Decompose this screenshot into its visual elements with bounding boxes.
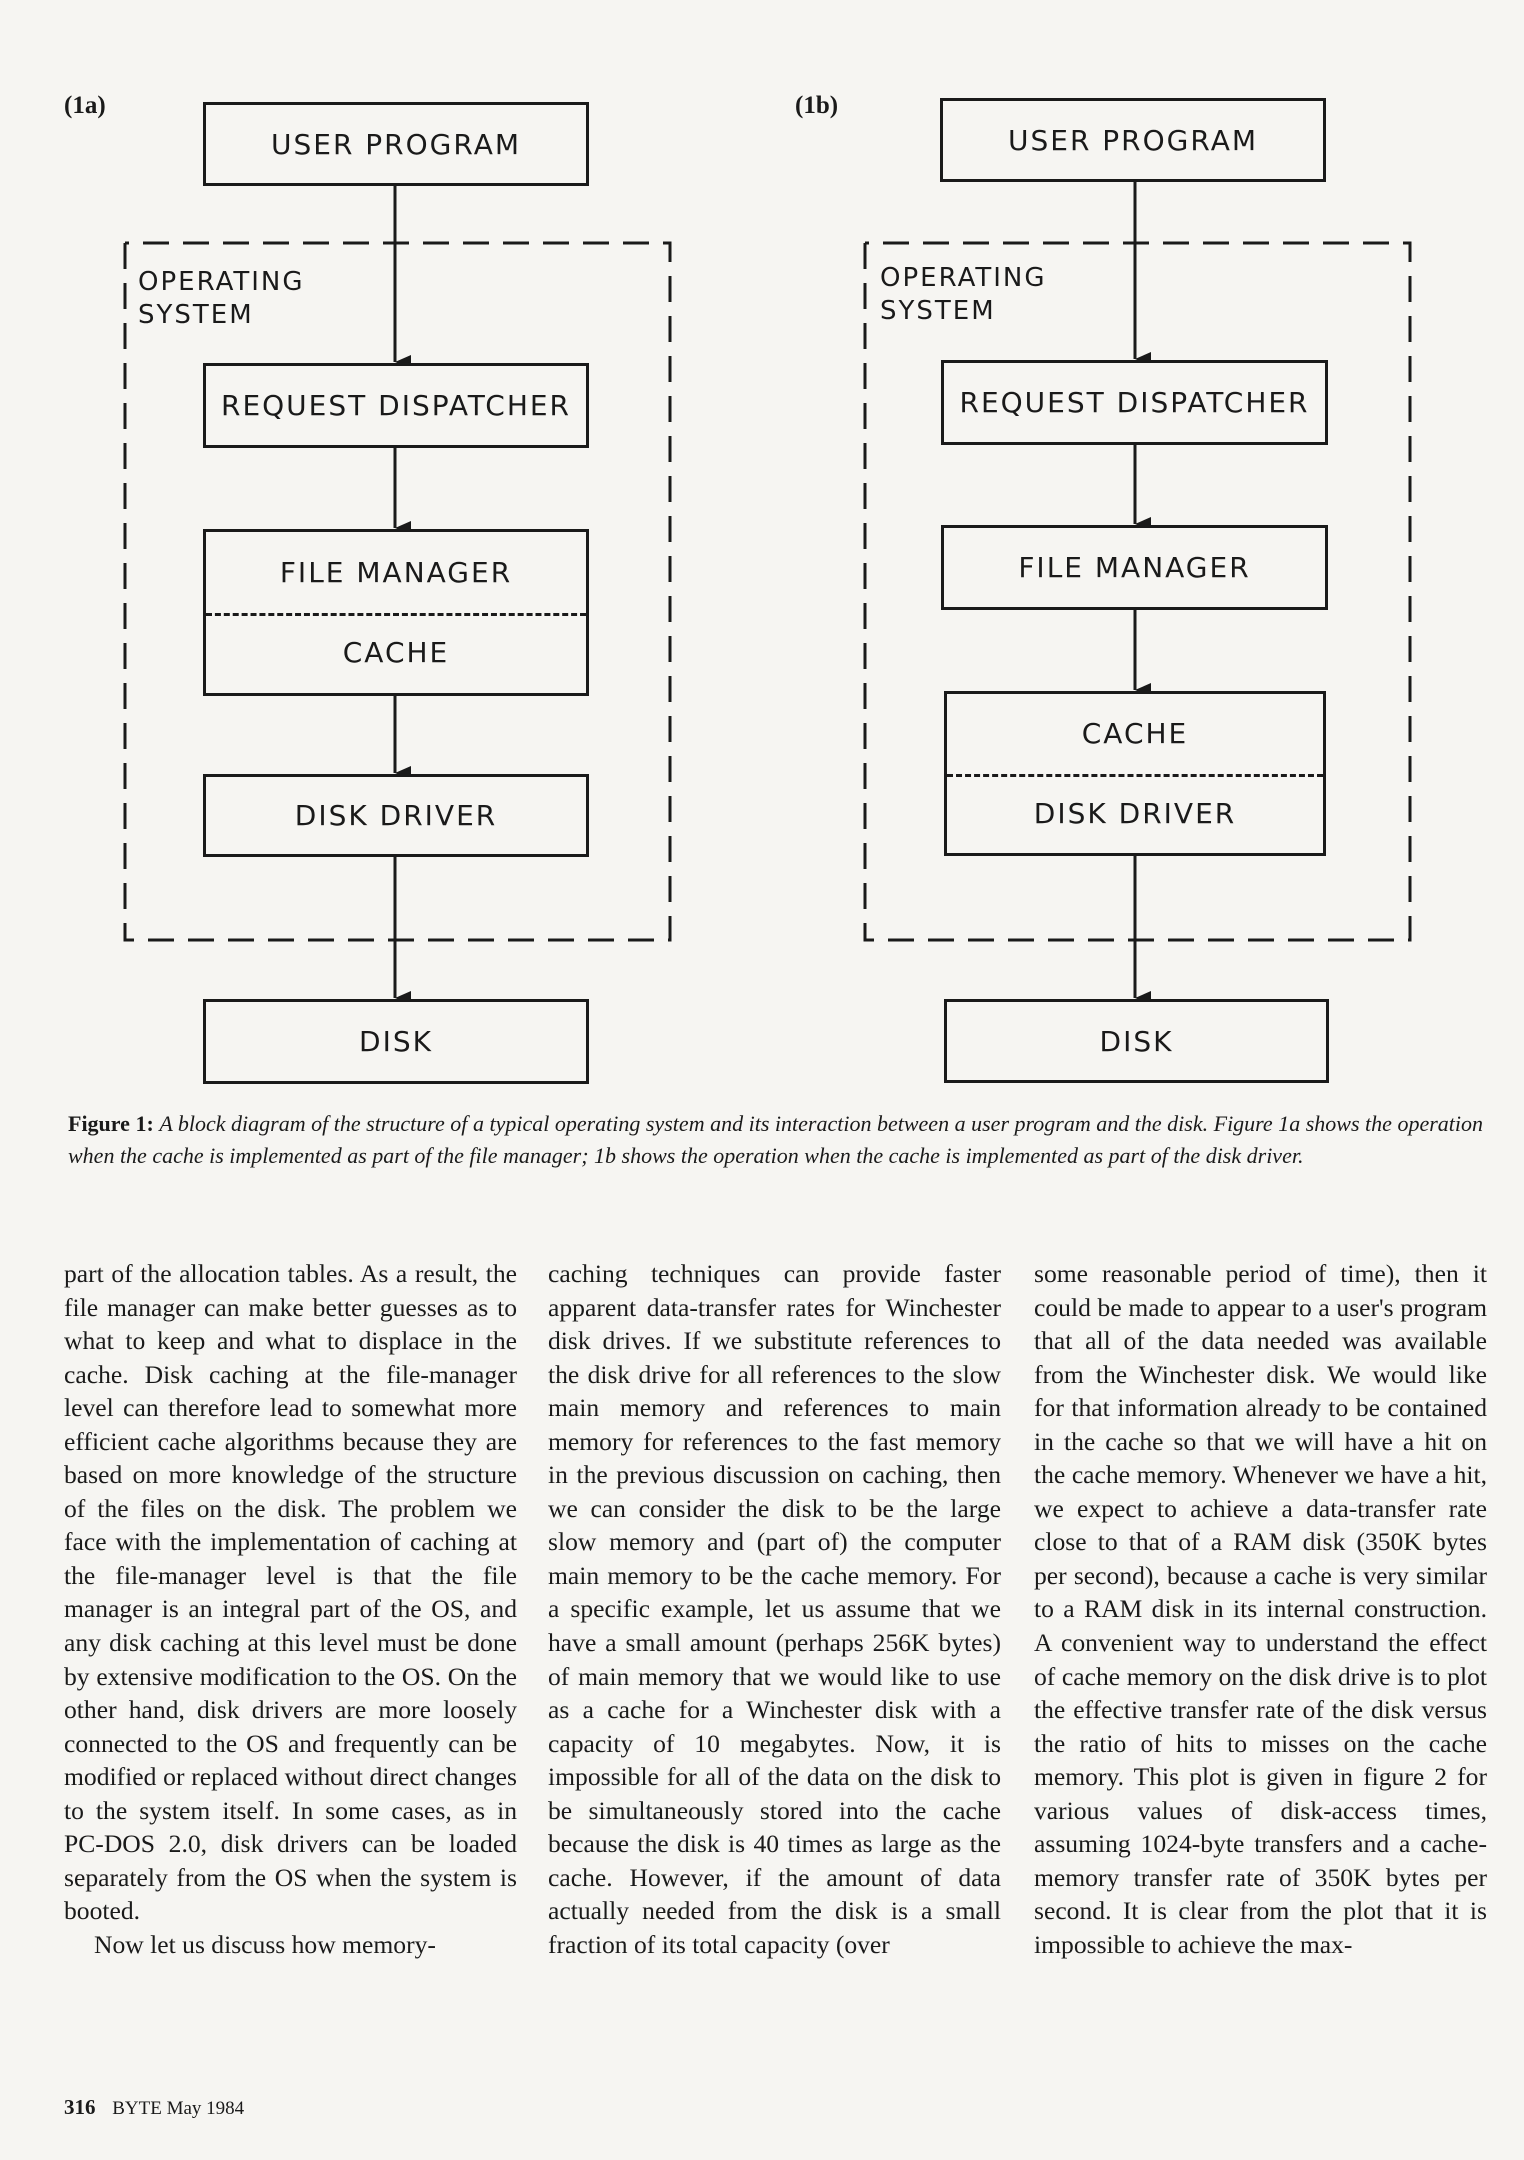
user-program-box-b: USER PROGRAM [940, 98, 1326, 182]
publication-info: BYTE May 1984 [112, 2098, 245, 2119]
body-column-2: caching techniques can provide faster ap… [548, 1257, 1001, 1961]
os-label-b-line1: OPERATING [880, 263, 1047, 293]
os-label-a-line1: OPERATING [138, 267, 305, 297]
body-column-3: some reasonable period of time), then it… [1034, 1257, 1487, 1961]
os-boundary-b [863, 241, 1412, 942]
disk-box-a: DISK [203, 999, 589, 1084]
panel-label-1a: (1a) [64, 92, 106, 119]
disk-driver-label-b: DISK DRIVER [1033, 796, 1237, 830]
os-label-a: OPERATING SYSTEM [138, 266, 305, 332]
col1-paragraph-1: part of the allocation tables. As a resu… [64, 1259, 517, 1926]
os-label-b: OPERATING SYSTEM [880, 262, 1047, 328]
disk-driver-box-a: DISK DRIVER [203, 774, 589, 857]
caption-label: Figure 1: [68, 1111, 154, 1136]
request-dispatcher-box-b: REQUEST DISPATCHER [941, 360, 1328, 445]
panel-label-1b: (1b) [795, 92, 839, 119]
cache-divider-a [206, 612, 586, 616]
body-column-1: part of the allocation tables. As a resu… [64, 1257, 517, 1961]
caption-text: A block diagram of the structure of a ty… [68, 1111, 1484, 1168]
cache-label-b: CACHE [1081, 717, 1189, 751]
file-manager-label-a: FILE MANAGER [279, 555, 513, 589]
figure-connectors [123, 180, 1412, 1005]
user-program-box-a: USER PROGRAM [203, 102, 589, 186]
cache-label-a: CACHE [342, 636, 450, 670]
col2-paragraph-1: caching techniques can provide faster ap… [548, 1259, 1001, 1959]
col3-paragraph-1: some reasonable period of time), then it… [1034, 1259, 1487, 1959]
disk-box-b: DISK [944, 999, 1329, 1083]
os-label-b-line2: SYSTEM [880, 296, 996, 326]
os-boundary-a [123, 241, 672, 942]
page-footer: 316 BYTE May 1984 [64, 2095, 244, 2120]
cache-disk-driver-box-b: CACHE DISK DRIVER [944, 691, 1326, 856]
file-manager-cache-box-a: FILE MANAGER CACHE [203, 529, 589, 696]
os-label-a-line2: SYSTEM [138, 300, 254, 330]
request-dispatcher-box-a: REQUEST DISPATCHER [203, 363, 589, 448]
col1-paragraph-2: Now let us discuss how memory- [94, 1929, 436, 1959]
file-manager-box-b: FILE MANAGER [941, 525, 1328, 610]
figure-caption: Figure 1: A block diagram of the structu… [68, 1108, 1483, 1172]
cache-divider-b [947, 773, 1323, 777]
page-number: 316 [64, 2095, 96, 2119]
